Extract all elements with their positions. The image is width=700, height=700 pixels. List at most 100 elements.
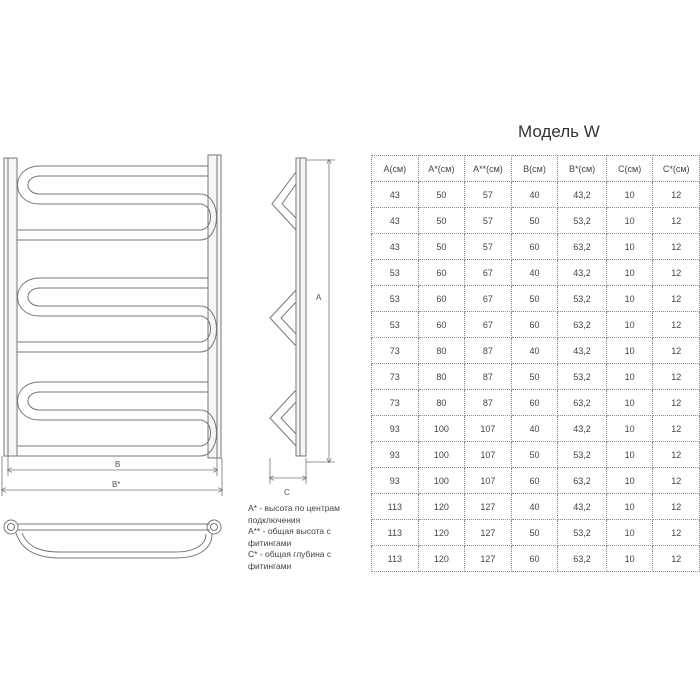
side-bracket-middle [269,289,297,347]
table-cell: 53 [371,259,419,286]
table-cell: 63,2 [557,389,607,416]
table-cell: 113 [371,545,419,572]
label-B: B [115,460,120,469]
table-cell: 10 [605,311,654,338]
side-bracket-top [271,171,297,231]
table-cell: 67 [464,285,512,312]
table-cell: 60 [417,259,466,286]
table-cell: 12 [652,181,700,208]
table-cell: 12 [652,389,700,416]
table-cell: 50 [510,207,559,234]
table-cell: 67 [464,259,512,286]
table-cell: 12 [652,467,700,494]
table-cell: 57 [464,181,512,208]
table-cell: 10 [605,181,654,208]
table-cell: 127 [464,519,512,546]
top-view [3,519,222,559]
column-header: B*(см) [557,155,607,182]
table-cell: 53,2 [557,441,607,468]
table-cell: 10 [605,441,654,468]
table-cell: 120 [417,545,466,572]
table-cell: 10 [605,233,654,260]
table-cell: 57 [464,207,512,234]
table-cell: 40 [510,181,559,208]
table-cell: 43 [371,181,419,208]
table-cell: 40 [510,259,559,286]
table-cell: 50 [510,441,559,468]
right-post [207,154,222,459]
column-header: C*(см) [652,155,700,182]
table-cell: 100 [417,441,466,468]
table-cell: 12 [652,363,700,390]
column-header: B(см) [510,155,559,182]
table-cell: 63,2 [557,233,607,260]
table-cell: 80 [417,337,466,364]
table-cell: 73 [371,363,419,390]
column-header: C(см) [605,155,654,182]
table-cell: 63,2 [557,545,607,572]
column-header: A*(см) [417,155,466,182]
table-cell: 53,2 [557,285,607,312]
legend-item: C* - общая глубина с фитингами [248,549,332,571]
table-cell: 53 [371,311,419,338]
serpentine-pipe-bottom [17,381,217,457]
model-title: Модель W [518,122,600,141]
table-cell: 50 [417,207,466,234]
table-cell: 100 [417,467,466,494]
table-cell: 60 [510,545,559,572]
table-cell: 87 [464,337,512,364]
front-view [3,154,222,459]
table-cell: 53,2 [557,207,607,234]
table-cell: 40 [510,415,559,442]
table-cell: 12 [652,259,700,286]
table-cell: 12 [652,545,700,572]
dimension-legend: A* - высота по центрам подключения A** -… [248,503,373,572]
table-cell: 63,2 [557,311,607,338]
table-cell: 10 [605,467,654,494]
size-table: A(см)A*(см)A**(см)B(см)B*(см)C(см)C*(см)… [371,155,700,572]
table-cell: 12 [652,519,700,546]
table-cell: 12 [652,311,700,338]
table-cell: 53,2 [557,519,607,546]
table-cell: 57 [464,233,512,260]
table-cell: 10 [605,519,654,546]
table-cell: 10 [605,337,654,364]
table-cell: 60 [417,285,466,312]
table-cell: 113 [371,519,419,546]
legend-item: A* - высота по центрам подключения [248,503,341,525]
table-cell: 120 [417,519,466,546]
table-cell: 12 [652,337,700,364]
label-A: A [316,293,322,302]
table-cell: 60 [417,311,466,338]
table-cell: 60 [510,311,559,338]
width-dimensions [2,456,222,496]
table-cell: 50 [510,285,559,312]
table-cell: 43,2 [557,493,607,520]
table-cell: 10 [605,493,654,520]
side-bracket-bottom [269,389,297,447]
table-cell: 93 [371,441,419,468]
table-cell: 67 [464,311,512,338]
table-cell: 43 [371,233,419,260]
height-dimension [306,160,335,462]
table-cell: 107 [464,441,512,468]
table-cell: 50 [510,363,559,390]
table-cell: 10 [605,285,654,312]
table-cell: 73 [371,389,419,416]
table-cell: 10 [605,259,654,286]
column-header: A**(см) [464,155,512,182]
table-cell: 12 [652,233,700,260]
table-header-row: A(см)A*(см)A**(см)B(см)B*(см)C(см)C*(см) [371,155,700,182]
table-cell: 50 [417,181,466,208]
